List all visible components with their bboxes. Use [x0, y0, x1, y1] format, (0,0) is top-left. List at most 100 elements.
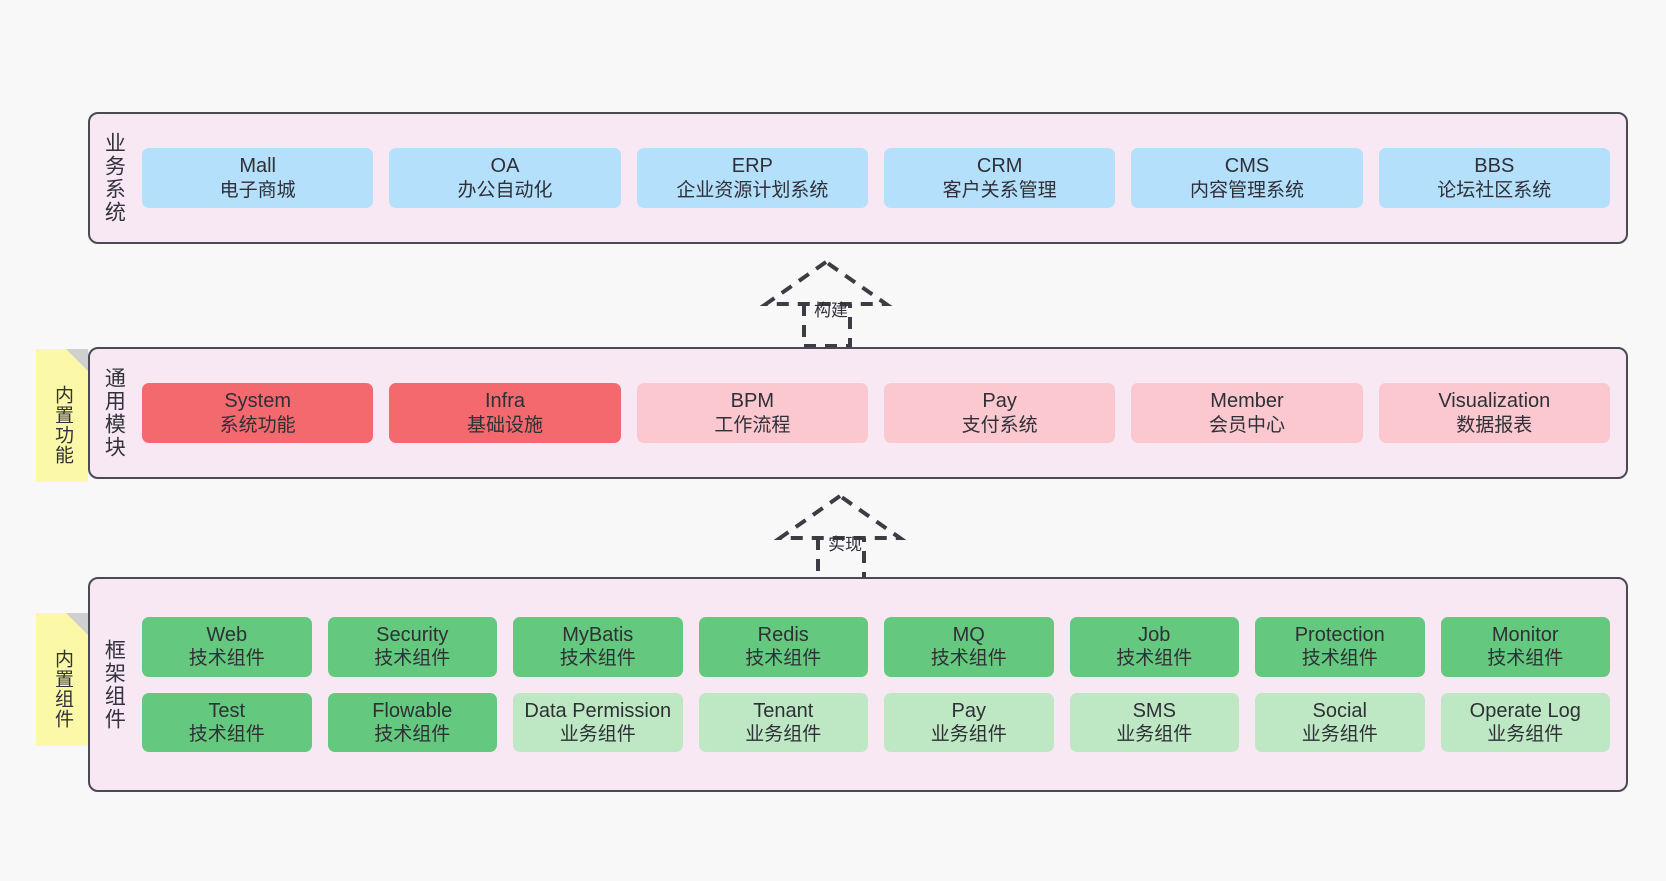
module-card-redis[interactable]: Redis 技术组件	[698, 616, 868, 677]
module-desc: 业务组件	[745, 723, 822, 745]
module-card-erp[interactable]: ERP 企业资源计划系统	[636, 148, 868, 208]
module-desc: 会员中心	[1208, 414, 1285, 436]
sticky-note-text: 内置功能	[51, 384, 73, 465]
module-desc: 技术组件	[1301, 648, 1378, 670]
module-desc: 内容管理系统	[1189, 179, 1304, 201]
module-desc: 技术组件	[374, 723, 451, 745]
module-name: CMS	[1224, 155, 1270, 178]
module-name: Pay	[982, 390, 1017, 413]
layer-title-business-systems: 业务系统	[102, 132, 126, 224]
module-card-pay-business[interactable]: Pay 业务组件	[884, 692, 1054, 753]
layer-row: System 系统功能 Infra 基础设施 BPM 工作流程 Pay 支付系统…	[142, 383, 1610, 443]
module-desc: 技术组件	[188, 723, 265, 745]
module-card-bbs[interactable]: BBS 论坛社区系统	[1378, 148, 1610, 208]
module-desc: 业务组件	[1487, 723, 1564, 745]
layer-body-general-modules: System 系统功能 Infra 基础设施 BPM 工作流程 Pay 支付系统…	[136, 349, 1626, 477]
module-card-bpm[interactable]: BPM 工作流程	[636, 383, 868, 443]
module-name: Data Permission	[524, 699, 672, 722]
layer-row: Mall 电子商城 OA 办公自动化 ERP 企业资源计划系统 CRM 客户关系…	[142, 148, 1610, 208]
module-name: Monitor	[1491, 623, 1559, 646]
module-name: System	[224, 390, 291, 413]
module-card-social[interactable]: Social 业务组件	[1255, 692, 1425, 753]
sticky-note-text: 内置组件	[51, 648, 73, 729]
module-card-operate-log[interactable]: Operate Log 业务组件	[1440, 692, 1610, 753]
module-desc: 业务组件	[1116, 723, 1193, 745]
layer-framework-components[interactable]: 框架组件 Web 技术组件 Security 技术组件 MyBatis 技术组件…	[88, 577, 1628, 792]
module-card-member[interactable]: Member 会员中心	[1131, 383, 1363, 443]
module-name: Flowable	[372, 699, 453, 722]
module-desc: 基础设施	[466, 414, 543, 436]
module-name: Pay	[951, 699, 986, 722]
module-name: Member	[1210, 390, 1284, 413]
layer-general-modules[interactable]: 通用模块 System 系统功能 Infra 基础设施 BPM 工作流程 Pay…	[88, 347, 1628, 479]
module-card-data-permission[interactable]: Data Permission 业务组件	[513, 692, 683, 753]
module-desc: 技术组件	[374, 648, 451, 670]
module-card-visualization[interactable]: Visualization 数据报表	[1378, 383, 1610, 443]
module-card-mybatis[interactable]: MyBatis 技术组件	[513, 616, 683, 677]
module-name: MQ	[952, 623, 985, 646]
module-name: Web	[206, 623, 248, 646]
module-card-mall[interactable]: Mall 电子商城	[142, 148, 374, 208]
layer-body-business-systems: Mall 电子商城 OA 办公自动化 ERP 企业资源计划系统 CRM 客户关系…	[136, 114, 1626, 242]
sticky-note-builtin-components: 内置组件	[36, 613, 88, 746]
module-desc: 技术组件	[1116, 648, 1193, 670]
layer-title-framework-components: 框架组件	[102, 638, 126, 731]
module-name: MyBatis	[562, 623, 634, 646]
module-desc: 技术组件	[188, 648, 265, 670]
module-card-infra[interactable]: Infra 基础设施	[389, 383, 621, 443]
module-name: Test	[208, 699, 246, 722]
module-name: Protection	[1294, 623, 1385, 646]
module-name: Visualization	[1438, 390, 1551, 413]
module-name: Redis	[757, 623, 809, 646]
build-arrow-shape	[759, 259, 893, 348]
module-card-test[interactable]: Test 技术组件	[142, 692, 312, 753]
module-desc: 支付系统	[961, 414, 1038, 436]
module-name: Security	[376, 623, 449, 646]
layer-row: Test 技术组件 Flowable 技术组件 Data Permission …	[142, 692, 1610, 753]
module-card-cms[interactable]: CMS 内容管理系统	[1131, 148, 1363, 208]
module-name: Operate Log	[1469, 699, 1581, 722]
module-card-monitor[interactable]: Monitor 技术组件	[1440, 616, 1610, 677]
module-card-web[interactable]: Web 技术组件	[142, 616, 312, 677]
module-desc: 企业资源计划系统	[676, 179, 829, 201]
module-card-tenant[interactable]: Tenant 业务组件	[698, 692, 868, 753]
module-desc: 业务组件	[559, 723, 636, 745]
module-card-crm[interactable]: CRM 客户关系管理	[883, 148, 1116, 208]
layer-title-general-modules: 通用模块	[102, 367, 126, 459]
module-name: Mall	[239, 155, 276, 178]
connector-build-label: 构建	[814, 301, 848, 320]
module-desc: 技术组件	[930, 648, 1007, 670]
module-name: SMS	[1132, 699, 1176, 722]
module-name: ERP	[731, 155, 773, 178]
connector-build: 构建	[758, 258, 898, 350]
module-card-protection[interactable]: Protection 技术组件	[1255, 616, 1425, 677]
module-name: Tenant	[753, 699, 814, 722]
module-name: BPM	[730, 390, 774, 413]
module-desc: 数据报表	[1456, 414, 1533, 436]
sticky-note-builtin-features: 内置功能	[36, 349, 88, 482]
module-name: BBS	[1474, 155, 1515, 178]
module-name: CRM	[976, 155, 1023, 178]
layer-body-framework-components: Web 技术组件 Security 技术组件 MyBatis 技术组件 Redi…	[136, 579, 1626, 790]
module-card-oa[interactable]: OA 办公自动化	[389, 148, 621, 208]
module-desc: 业务组件	[1301, 723, 1378, 745]
module-desc: 系统功能	[219, 414, 296, 436]
module-card-flowable[interactable]: Flowable 技术组件	[327, 692, 497, 753]
module-desc: 电子商城	[219, 179, 296, 201]
module-card-security[interactable]: Security 技术组件	[327, 616, 497, 677]
module-desc: 技术组件	[559, 648, 636, 670]
module-card-pay[interactable]: Pay 支付系统	[883, 383, 1116, 443]
module-desc: 技术组件	[745, 648, 822, 670]
module-card-sms[interactable]: SMS 业务组件	[1069, 692, 1239, 753]
module-card-mq[interactable]: MQ 技术组件	[884, 616, 1054, 677]
connector-implement-label: 实现	[828, 535, 862, 554]
module-desc: 论坛社区系统	[1437, 179, 1552, 201]
module-name: Infra	[484, 390, 525, 413]
module-card-job[interactable]: Job 技术组件	[1069, 616, 1239, 677]
module-desc: 技术组件	[1487, 648, 1564, 670]
layer-business-systems[interactable]: 业务系统 Mall 电子商城 OA 办公自动化 ERP 企业资源计划系统 CRM…	[88, 112, 1628, 244]
module-card-system[interactable]: System 系统功能	[142, 383, 374, 443]
connector-implement: 实现	[770, 492, 910, 584]
module-desc: 客户关系管理	[942, 179, 1057, 201]
